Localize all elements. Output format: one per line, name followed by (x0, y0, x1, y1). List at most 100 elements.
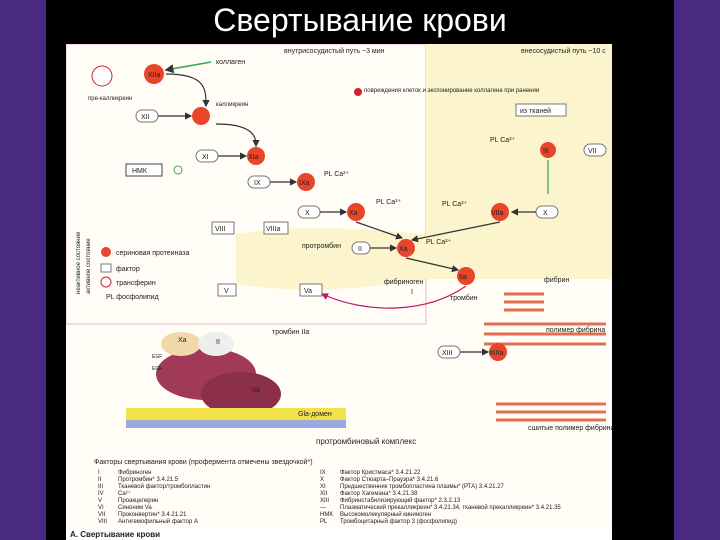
factor-name: Проакцелерин (118, 498, 158, 504)
complex-va-label: Va (252, 387, 260, 394)
factor-code: VI (98, 505, 104, 511)
xa-label: Xa (349, 210, 358, 217)
factor-code: — (320, 505, 326, 511)
hmk-box (125, 163, 163, 177)
ext-pl-ca: PL Ca²⁺ (490, 137, 516, 144)
right-frame (674, 0, 720, 540)
prothrombin-label: протромбин (302, 242, 341, 250)
prothrombin-complex (126, 332, 346, 428)
prekallikrein-label: пре-калликреин (88, 96, 132, 102)
common-pl-ca: PL Ca²⁺ (426, 239, 452, 246)
factor-name: Фактор Хагемана* 3.4.21.38 (340, 491, 418, 497)
xii-label: XII (141, 114, 150, 121)
legend-item-1: фактор (116, 266, 140, 273)
factor-name: Плазматический прекалликреин* 3.4.21.34,… (340, 504, 561, 511)
factor-name: Антигемофильный фактор А (118, 518, 198, 525)
egf-1: EGF (152, 354, 162, 360)
figure-caption: А. Свертывание крови (70, 530, 160, 539)
legend-item-2: трансферин (116, 280, 156, 287)
x-label: X (305, 210, 310, 217)
pl-ca-1: PL Ca²⁺ (324, 171, 350, 178)
hmk-label: НМК (132, 168, 148, 175)
factor-code: III (98, 484, 103, 490)
factor-code: XI (320, 484, 326, 490)
title-bar (46, 0, 674, 44)
xiia-label: XIIa (148, 72, 161, 79)
factor-code: НМК (320, 512, 333, 518)
damage-marker (354, 88, 362, 96)
coagulation-diagram: внутрисосудистый путь ~3 мин внесосудист… (66, 44, 612, 540)
factor-name: Фибринстабилизирующий фактор* 2.3.2.13 (340, 497, 461, 504)
left-frame (0, 0, 46, 540)
ixa-label: IXa (299, 180, 310, 187)
crosslinked-label: сшитые полимер фибрина (528, 424, 612, 432)
factor-name: Ca²⁺ (118, 490, 131, 497)
kallikrein-label: калликреин (216, 102, 248, 108)
collagen-label: коллаген (216, 59, 245, 66)
factor-code: PL (320, 519, 328, 525)
xia-enzyme (247, 147, 265, 165)
viiia-label: VIIIa (266, 226, 281, 233)
iii-enzyme (540, 142, 556, 158)
intrinsic-header: внутрисосудистый путь ~3 мин (284, 47, 385, 55)
iii-label: III (543, 148, 549, 155)
kallikrein-enzyme (192, 107, 210, 125)
complex-thrombin-label: тромбин IIa (272, 328, 309, 336)
complex-xa-label: Xa (178, 337, 187, 344)
xi-label: XI (202, 154, 209, 161)
extrinsic-zone (426, 44, 612, 234)
viia-enzyme (491, 203, 509, 221)
factors-header: Факторы свертывания крови (профермента о… (94, 458, 313, 466)
complex-ii-label: II (216, 339, 220, 346)
factor-name: Протромбин* 3.4.21.5 (118, 477, 179, 483)
factor-code: II (98, 477, 102, 483)
factor-name: Синоним Va (118, 505, 152, 511)
xa-enzyme (347, 203, 365, 221)
egf-2: EGF (152, 366, 162, 372)
v-box (217, 283, 237, 297)
viii-box (211, 221, 235, 235)
complex-caption: протромбиновый комплекс (316, 437, 416, 446)
xiiia-label: XIIIa (489, 350, 504, 357)
factor-name: Фибриноген (118, 470, 151, 476)
fibrin-strands (484, 292, 606, 422)
vii-label: VII (588, 148, 597, 155)
slide-title: Свертывание крови (213, 2, 507, 38)
i-label: I (411, 289, 413, 296)
vii-box (583, 143, 607, 157)
common-xa-label: Xa (399, 246, 408, 253)
xia-label: XIa (248, 154, 259, 161)
factor-name: Предшественник тромбопластина плазмы* (Р… (340, 484, 504, 490)
factor-code: I (98, 470, 100, 476)
polymer-label: полимер фибрина (546, 326, 605, 334)
fibrinogen-label: фибриноген (384, 278, 424, 286)
gla-label: Gla-домен (298, 411, 332, 418)
ext-x-label: X (543, 210, 548, 217)
factor-name: Тканевой фактор/тромбопластин (118, 483, 210, 490)
factor-code: IX (320, 470, 326, 476)
iia-enzyme (457, 267, 475, 285)
legend-active: активное состояние (86, 238, 92, 294)
legend-factor-icon (100, 263, 112, 273)
xiii-label: XIII (442, 350, 453, 357)
factor-code: IV (98, 491, 104, 497)
xiia-enzyme (144, 64, 164, 84)
factor-name: Проконвертин* 3.4.21.21 (118, 512, 187, 518)
factor-code: XII (320, 491, 328, 497)
va-label: Va (304, 288, 312, 295)
legend-item-3: PL фосфолипид (106, 294, 159, 301)
legend-transferin-icon (100, 276, 112, 288)
damage-label: повреждения клеток и экспонирование колл… (364, 88, 539, 94)
factor-code: XIII (320, 498, 329, 504)
hmk-plus (173, 165, 183, 175)
from-tissue-box (515, 103, 567, 117)
factor-code: X (320, 477, 324, 483)
factor-code: VIII (98, 519, 107, 525)
viia-label: VIIa (491, 210, 504, 217)
legend-serine-icon (101, 247, 111, 257)
factor-name: Тромбоцитарный фактор 3 (фосфолипид) (340, 518, 457, 525)
iia-label: IIa (459, 274, 467, 281)
viiia-box (263, 221, 289, 235)
factor-name: Фактор Кристмаса* 3.4.21.22 (340, 470, 421, 476)
